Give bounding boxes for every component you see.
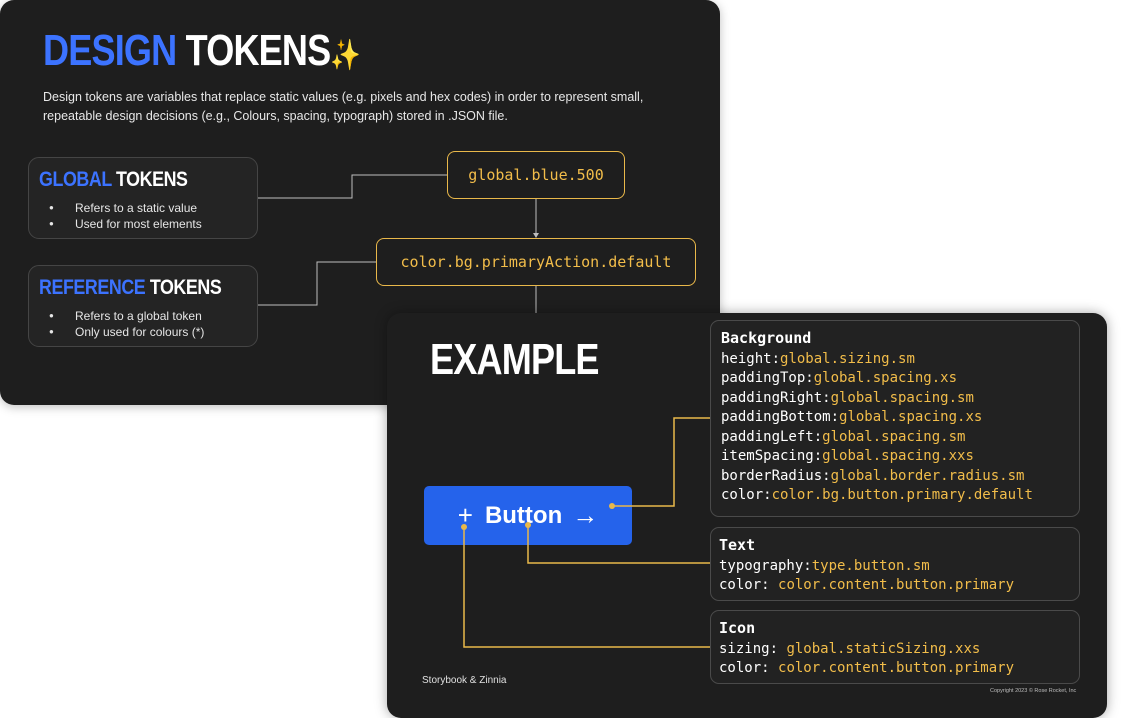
prop-value: color.content.button.primary [778, 660, 1015, 676]
arrow-right-icon: → [572, 500, 599, 530]
reference-title-rest: TOKENS [149, 276, 222, 299]
prop-name: sizing: [719, 640, 787, 657]
example-title: EXAMPLE [430, 335, 599, 384]
global-title-accent: GLOBAL [39, 168, 112, 191]
prop-name: color: [719, 577, 779, 593]
list-item: Only used for colours (*) [49, 324, 204, 340]
text-box-title: Text [719, 536, 756, 554]
sparkles-icon: ✨ [330, 39, 361, 72]
text-props-box: Text typography:type.button.sm color: co… [710, 527, 1080, 601]
prop-name: paddingRight: [721, 389, 831, 406]
reference-tokens-title: REFERENCE TOKENS [39, 276, 222, 300]
prop-row: itemSpacing:global.spacing.xxs [721, 447, 1069, 467]
prop-name: itemSpacing: [721, 448, 823, 464]
prop-name: paddingBottom: [721, 409, 840, 425]
prop-row: height:global.sizing.sm [721, 350, 1069, 370]
list-item: Refers to a static value [49, 200, 202, 216]
prop-row: paddingTop:global.spacing.xs [721, 369, 1069, 389]
prop-name: paddingTop: [721, 370, 814, 386]
example-panel: EXAMPLE + Button → Background height:glo… [387, 313, 1107, 718]
prop-name: typography: [719, 557, 812, 574]
prop-value: global.spacing.xxs [822, 448, 974, 464]
prop-row: paddingRight:global.spacing.sm [721, 389, 1069, 409]
global-tokens-list: Refers to a static value Used for most e… [49, 200, 202, 232]
list-item: Used for most elements [49, 216, 202, 232]
prop-value: global.border.radius.sm [830, 467, 1025, 484]
prop-value: global.spacing.sm [830, 389, 974, 406]
reference-tokens-card: REFERENCE TOKENS Refers to a global toke… [28, 265, 258, 347]
prop-name: color: [721, 487, 772, 503]
prop-value: color.bg.button.primary.default [771, 487, 1033, 503]
footer-copyright: Copyright 2023 © Rose Rocket, Inc [990, 688, 1077, 694]
reference-token-box: color.bg.primaryAction.default [376, 238, 696, 286]
design-tokens-panel: DESIGN TOKENS✨ Design tokens are variabl… [0, 0, 720, 405]
prop-row: borderRadius:global.border.radius.sm [721, 467, 1069, 487]
global-tokens-card: GLOBAL TOKENS Refers to a static value U… [28, 157, 258, 239]
prop-value: global.spacing.sm [822, 428, 966, 445]
title-rest: TOKENS [185, 26, 332, 75]
prop-name: height: [721, 350, 781, 367]
demo-button[interactable]: + Button → [424, 486, 632, 545]
global-tokens-title: GLOBAL TOKENS [39, 168, 188, 192]
global-title-rest: TOKENS [116, 168, 188, 191]
description-text: Design tokens are variables that replace… [43, 90, 644, 123]
plus-icon: + [457, 500, 473, 530]
background-props-box: Background height:global.sizing.sm paddi… [710, 320, 1080, 517]
background-box-title: Background [721, 329, 812, 347]
prop-row: paddingBottom:global.spacing.xs [721, 408, 1069, 428]
footer-credit: Storybook & Zinnia [422, 675, 507, 686]
list-item: Refers to a global token [49, 308, 204, 324]
prop-name: color: [719, 660, 779, 676]
title-accent: DESIGN [43, 26, 177, 75]
prop-row: paddingLeft:global.spacing.sm [721, 428, 1069, 448]
global-token-box: global.blue.500 [447, 151, 625, 199]
prop-row: typography:type.button.sm [719, 557, 1069, 577]
prop-name: borderRadius: [721, 467, 831, 484]
prop-value: global.spacing.xs [813, 370, 958, 386]
prop-name: paddingLeft: [721, 428, 823, 445]
prop-row: color: color.content.button.primary [719, 576, 1069, 596]
demo-button-label: Button [484, 501, 563, 529]
prop-row: color:color.bg.button.primary.default [721, 486, 1069, 506]
prop-row: color: color.content.button.primary [719, 659, 1069, 679]
prop-value: color.content.button.primary [778, 577, 1015, 593]
prop-value: type.button.sm [811, 557, 930, 574]
prop-value: global.spacing.xs [839, 409, 983, 425]
page-title: DESIGN TOKENS✨ [43, 26, 361, 76]
reference-title-accent: REFERENCE [39, 276, 146, 299]
reference-tokens-list: Refers to a global token Only used for c… [49, 308, 204, 340]
prop-row: sizing: global.staticSizing.xxs [719, 640, 1069, 660]
icon-box-title: Icon [719, 619, 756, 637]
icon-props-box: Icon sizing: global.staticSizing.xxs col… [710, 610, 1080, 684]
prop-value: global.sizing.sm [780, 350, 915, 367]
prop-value: global.staticSizing.xxs [786, 640, 981, 657]
